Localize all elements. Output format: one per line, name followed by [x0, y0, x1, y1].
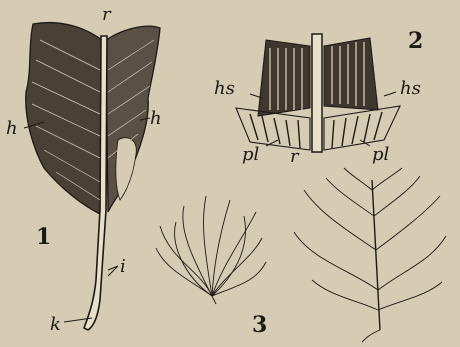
feather-loose-barbs	[116, 138, 136, 200]
label-rachis-detail: r	[290, 148, 299, 166]
down-feather-small	[156, 196, 266, 304]
down-feather-large	[294, 168, 446, 342]
label-rachis-top: r	[102, 6, 111, 24]
panel-number-3: 3	[252, 314, 267, 336]
label-calamus: k	[50, 316, 61, 334]
label-hs-right: hs	[400, 80, 421, 98]
feather-left-vane	[26, 23, 102, 214]
label-shaft-i: i	[120, 258, 126, 276]
label-vane-left: h	[6, 120, 18, 138]
panel-number-1: 1	[36, 226, 51, 248]
label-vane-right: h	[150, 110, 162, 128]
label-pl-right: pl	[372, 146, 389, 164]
label-hs-left: hs	[214, 80, 235, 98]
barb-detail-rachis	[312, 34, 322, 152]
panel-number-2: 2	[408, 30, 423, 52]
feather-drawing	[26, 23, 160, 330]
label-pl-left: pl	[242, 146, 259, 164]
